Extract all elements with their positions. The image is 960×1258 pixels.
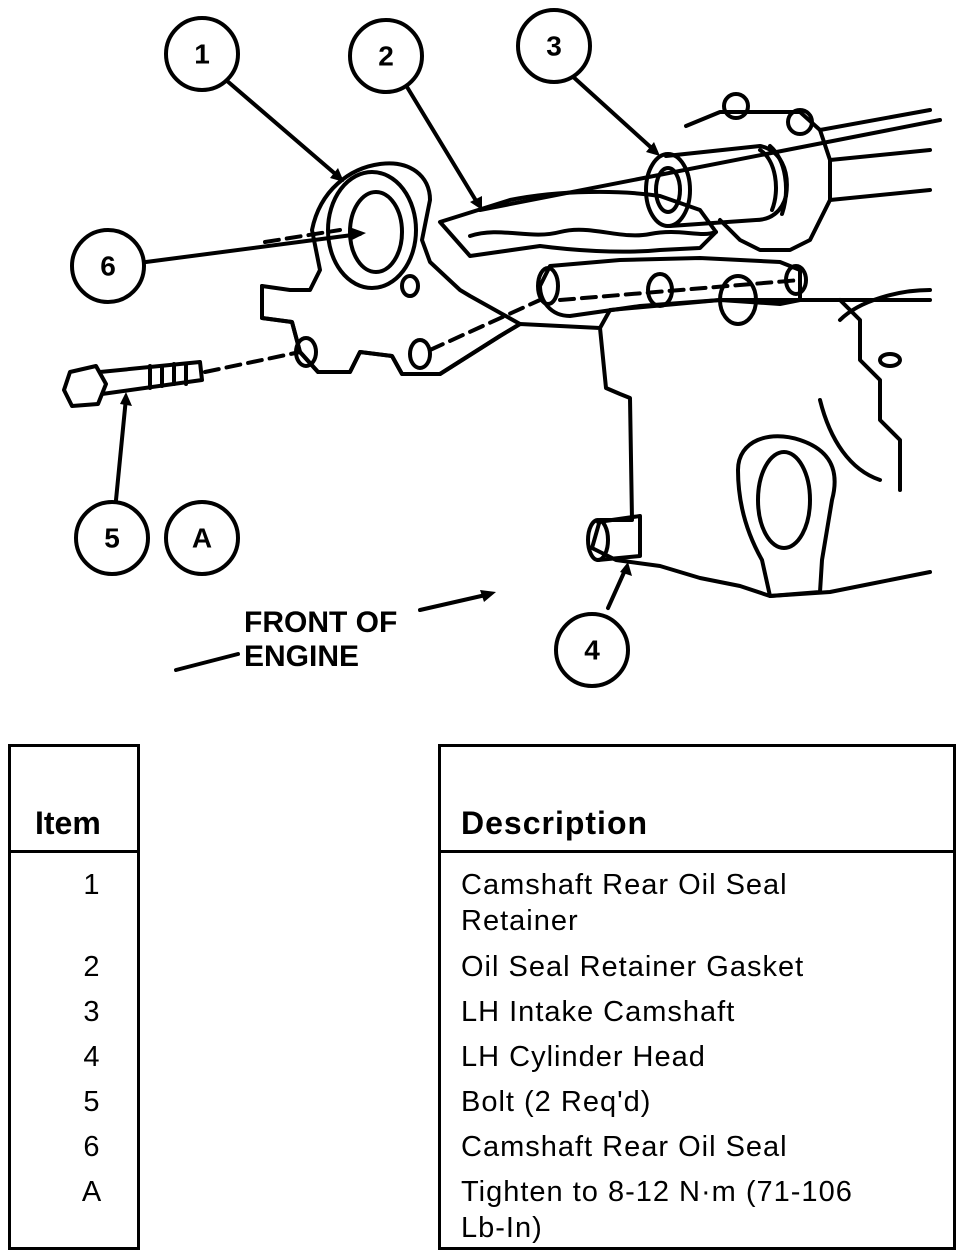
dowel [596,514,642,562]
leader-2 [402,80,480,206]
callout-2-circle [348,18,424,94]
callout-5-circle [74,500,150,576]
description-A-line1: Tighten to 8-12 N·m (71-106 [461,1176,853,1208]
callout-5-label: 5 [104,523,120,554]
front-arrow-right [418,592,492,612]
front-arrowhead [480,590,496,602]
item-column-table: Item 1 2 3 4 5 6 A [8,744,140,1250]
callout-4-label: 4 [584,635,600,666]
callout-1-label: 1 [194,39,210,70]
leader-6-arrowhead [352,228,366,240]
callout-4-circle [554,612,630,688]
description-2: Oil Seal Retainer Gasket [461,951,805,983]
rail-hole-1 [536,266,560,306]
seal-retainer [260,161,522,376]
front-arrow-left [174,652,240,672]
item-2: 2 [83,951,101,983]
bolt [62,360,204,408]
shaft-line [478,118,942,212]
item-1: 1 [83,869,101,901]
item-4: 4 [83,1041,101,1073]
description-column-table: Description Camshaft Rear Oil Seal Retai… [438,744,956,1250]
item-header: Item [35,805,101,841]
retainer-bolt-hole-2 [408,338,432,370]
leader-6 [144,232,362,264]
leader-4 [606,566,628,610]
lower-rail [538,256,802,318]
callout-A-circle [164,500,240,576]
alignment-line-rail [428,298,542,352]
cylinder-head-right-edge [838,298,902,492]
small-hole [878,352,902,368]
rail-hole-2 [718,274,758,326]
bore-hole [756,450,812,550]
alignment-line-seal [263,228,342,244]
item-6: 6 [83,1131,101,1163]
bolt-thread [148,362,188,390]
retainer-upper-hole [400,274,420,298]
leader-5 [114,396,128,502]
description-header: Description [461,805,649,841]
cylinder-head-outline [260,284,932,598]
callout-6-circle [70,228,146,304]
callout-2-label: 2 [378,41,394,72]
description-4: LH Cylinder Head [461,1041,706,1073]
leader-1-arrowhead [330,168,344,182]
callout-6-label: 6 [100,251,116,282]
alignment-line-rail-2 [558,278,802,302]
item-A: A [81,1176,103,1208]
description-header-cell: Description [441,747,953,853]
engine-diagram: 1 2 3 4 5 A 6 FRONT OF ENGINE [62,8,942,688]
alignment-line-bolt [203,350,302,374]
dowel-end [586,518,610,562]
cam-cap [684,110,832,252]
callout-1-circle [164,16,240,92]
camshaft-end-inner [654,166,682,214]
item-5: 5 [83,1086,101,1118]
callout-A-label: A [192,523,212,554]
item-3: 3 [83,996,101,1028]
retainer-seal-inner [348,190,404,274]
description-5: Bolt (2 Req'd) [461,1086,652,1118]
bore-boss [736,434,837,598]
leader-3 [568,72,658,154]
leader-2-arrowhead [470,196,482,210]
head-detail-2 [838,288,932,322]
callout-3-circle [516,8,592,84]
cap-bolt-1 [722,92,750,120]
description-A-line2: Lb-In) [461,1212,543,1244]
description-1-line2: Retainer [461,905,579,937]
retainer-seal-ring [326,170,418,290]
cam-cap-right [818,108,932,202]
description-3: LH Intake Camshaft [461,996,736,1028]
leader-5-arrowhead [120,392,132,406]
front-of-engine-line2: ENGINE [244,640,359,673]
item-header-cell: Item [11,747,137,853]
front-of-engine-line1: FRONT OF [244,606,397,639]
description-1-line1: Camshaft Rear Oil Seal [461,869,788,901]
gasket-wave [468,227,718,238]
leader-4-arrowhead [620,562,632,576]
head-detail [818,398,882,482]
leader-3-arrowhead [646,142,660,156]
leader-1 [224,78,342,180]
camshaft-end [644,152,692,228]
cap-bolt-2 [786,108,814,136]
callout-3-label: 3 [546,31,562,62]
description-6: Camshaft Rear Oil Seal [461,1131,788,1163]
